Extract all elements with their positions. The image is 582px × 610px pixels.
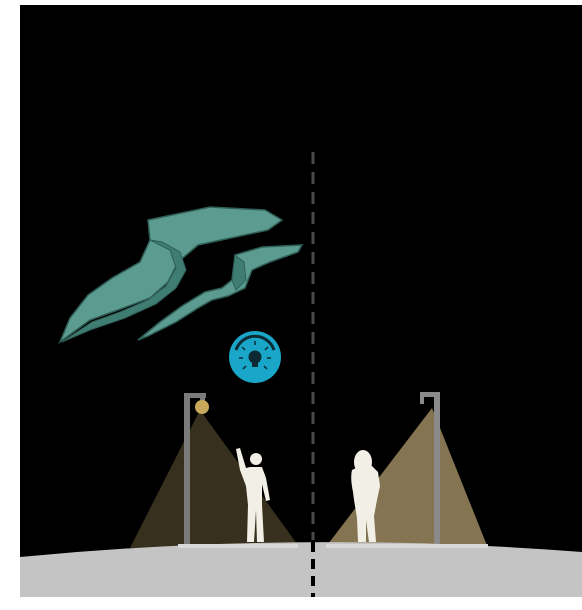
light-bulb-badge	[229, 331, 281, 383]
right-curb	[326, 544, 488, 548]
left-curb	[178, 544, 298, 548]
ground	[20, 542, 582, 597]
left-lamp	[195, 400, 209, 414]
